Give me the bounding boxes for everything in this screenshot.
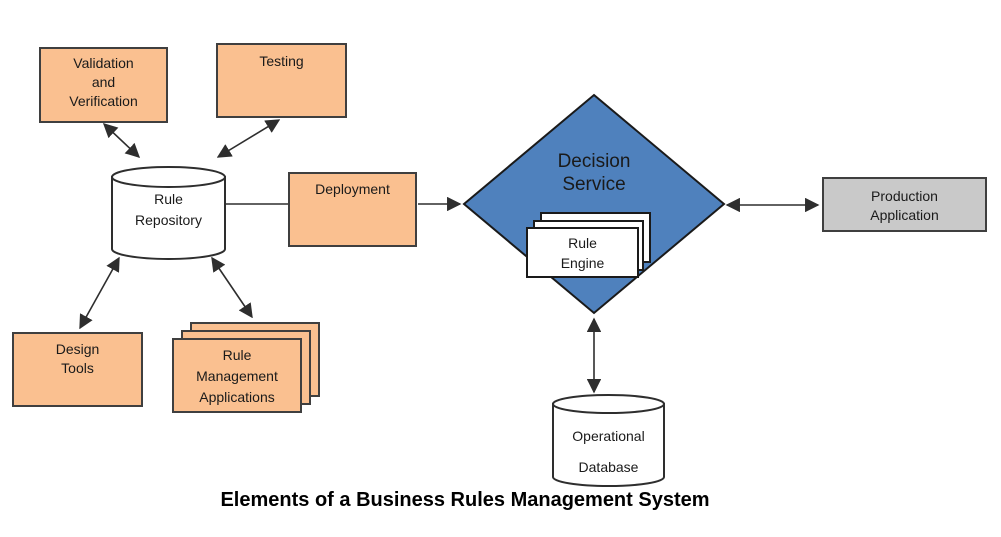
edge-testing-repository [216,119,281,158]
decision-service-diamond [462,93,726,315]
edge-repository-design [79,256,120,330]
edge-validation-repository [102,123,141,158]
production-application-box: Production Application [822,177,987,232]
rule-management-applications-box: Rule Management Applications [172,338,302,413]
rule-engine-box: Rule Engine [526,227,639,278]
rule-repository-label: Rule Repository [135,191,202,228]
diagram-caption: Elements of a Business Rules Management … [220,489,710,511]
rule-repository-cylinder [111,166,226,260]
connectors [79,119,820,394]
deployment-box: Deployment [288,172,417,247]
validation-verification-box: Validation and Verification [39,47,168,123]
design-tools-box: Design Tools [12,332,143,407]
edge-repository-rulemgmt [211,256,253,319]
operational-database-cylinder [552,394,665,487]
operational-database-label: Operational Database [572,428,645,475]
decision-service-label: Decision Service [557,151,631,195]
testing-box: Testing [216,43,347,118]
